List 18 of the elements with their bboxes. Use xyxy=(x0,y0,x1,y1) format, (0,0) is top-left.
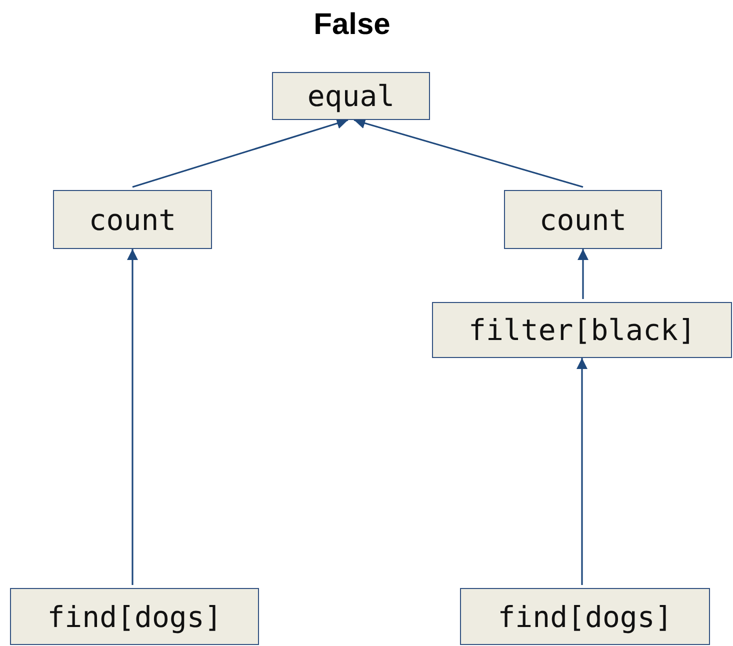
function-box xyxy=(272,72,430,120)
arrow xyxy=(354,118,584,188)
function-box xyxy=(504,190,662,249)
function-label: filter[black] xyxy=(468,313,696,347)
arrow xyxy=(132,118,348,188)
arrow xyxy=(126,249,138,585)
function-label: find[dogs] xyxy=(47,600,222,634)
function-label: find[dogs] xyxy=(498,600,672,634)
function-label: equal xyxy=(307,79,395,113)
function-box xyxy=(432,302,732,358)
function-box xyxy=(460,588,710,645)
function-box xyxy=(53,190,212,249)
title: False xyxy=(312,8,392,42)
arrow xyxy=(577,249,589,299)
arrow xyxy=(576,358,588,585)
function-box xyxy=(10,588,259,645)
function-label: count xyxy=(539,202,627,236)
function-label: count xyxy=(88,202,176,236)
